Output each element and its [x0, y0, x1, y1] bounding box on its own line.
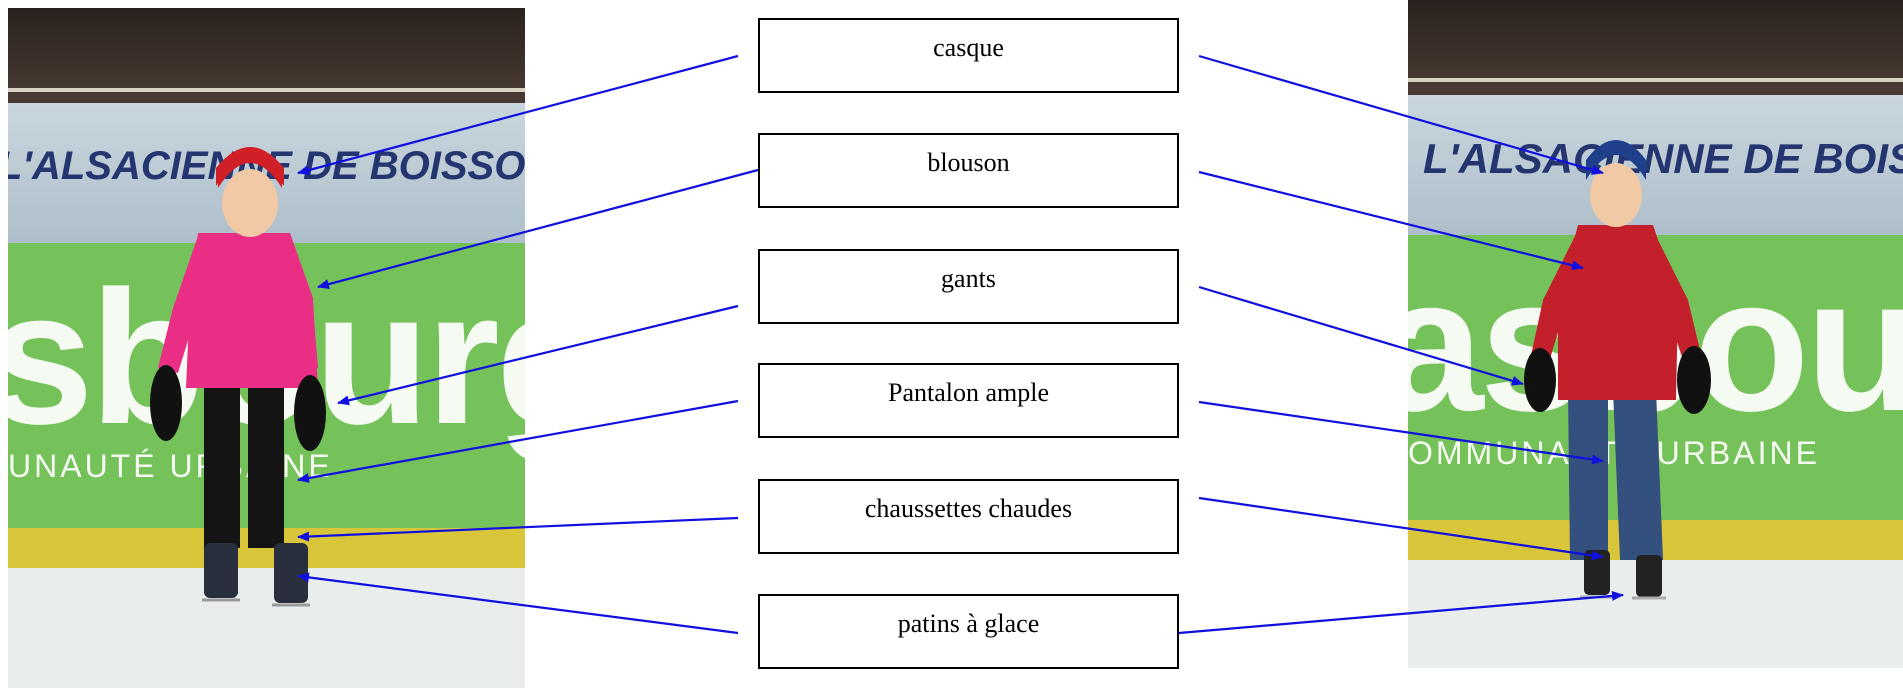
rail: [8, 88, 525, 92]
rail: [1408, 78, 1903, 82]
wall-subtext: OMMUNAUTÉ URBAINE: [1408, 435, 1820, 471]
arena-banner: [1408, 95, 1903, 235]
glove-left: [1524, 348, 1556, 412]
label-patins-a-glace: patins à glace: [758, 594, 1179, 669]
arrow-chaussettes-left: [297, 516, 739, 542]
label-chaussettes-chaudes: chaussettes chaudes: [758, 479, 1179, 554]
arrow-pantalon-right: [1198, 400, 1604, 465]
ice-surface: [8, 568, 525, 688]
arrow-casque-left: [297, 54, 739, 176]
glove-right: [294, 375, 326, 451]
jeans-left: [1568, 390, 1608, 560]
arrow-pantalon-left: [297, 399, 739, 483]
helmet: [1586, 140, 1646, 180]
skate-right: [1636, 555, 1662, 597]
label-casque: casque: [758, 18, 1179, 93]
ceiling: [8, 8, 525, 103]
arrow-blouson-left: [317, 168, 759, 290]
arrow-chaussettes-right: [1198, 496, 1604, 561]
jeans-right: [1613, 390, 1663, 560]
left-photo: L'ALSACIENNE DE BOISSONS sbourg UNAUTÉ U…: [8, 8, 525, 688]
glove-left: [150, 365, 182, 441]
arrow-casque-right: [1198, 54, 1604, 175]
helmet: [216, 147, 284, 186]
arrow-gants-left: [337, 304, 739, 406]
label-gants: gants: [758, 249, 1179, 324]
arrow-patins-right: [1178, 590, 1624, 635]
arrow-patins-left: [297, 572, 739, 635]
skate-left: [1584, 550, 1610, 595]
label-pantalon-ample: Pantalon ample: [758, 363, 1179, 438]
skater-girl: [150, 147, 326, 607]
glove-right: [1677, 346, 1711, 414]
arrow-blouson-right: [1198, 170, 1584, 271]
skater-boy: [1524, 140, 1711, 600]
right-photo: L'ALSACIENNE DE BOISSONS asbour OMMUNAUT…: [1408, 0, 1903, 668]
skate-left: [204, 543, 238, 598]
label-blouson: blouson: [758, 133, 1179, 208]
arrow-gants-right: [1198, 285, 1524, 386]
skate-right: [274, 543, 308, 603]
